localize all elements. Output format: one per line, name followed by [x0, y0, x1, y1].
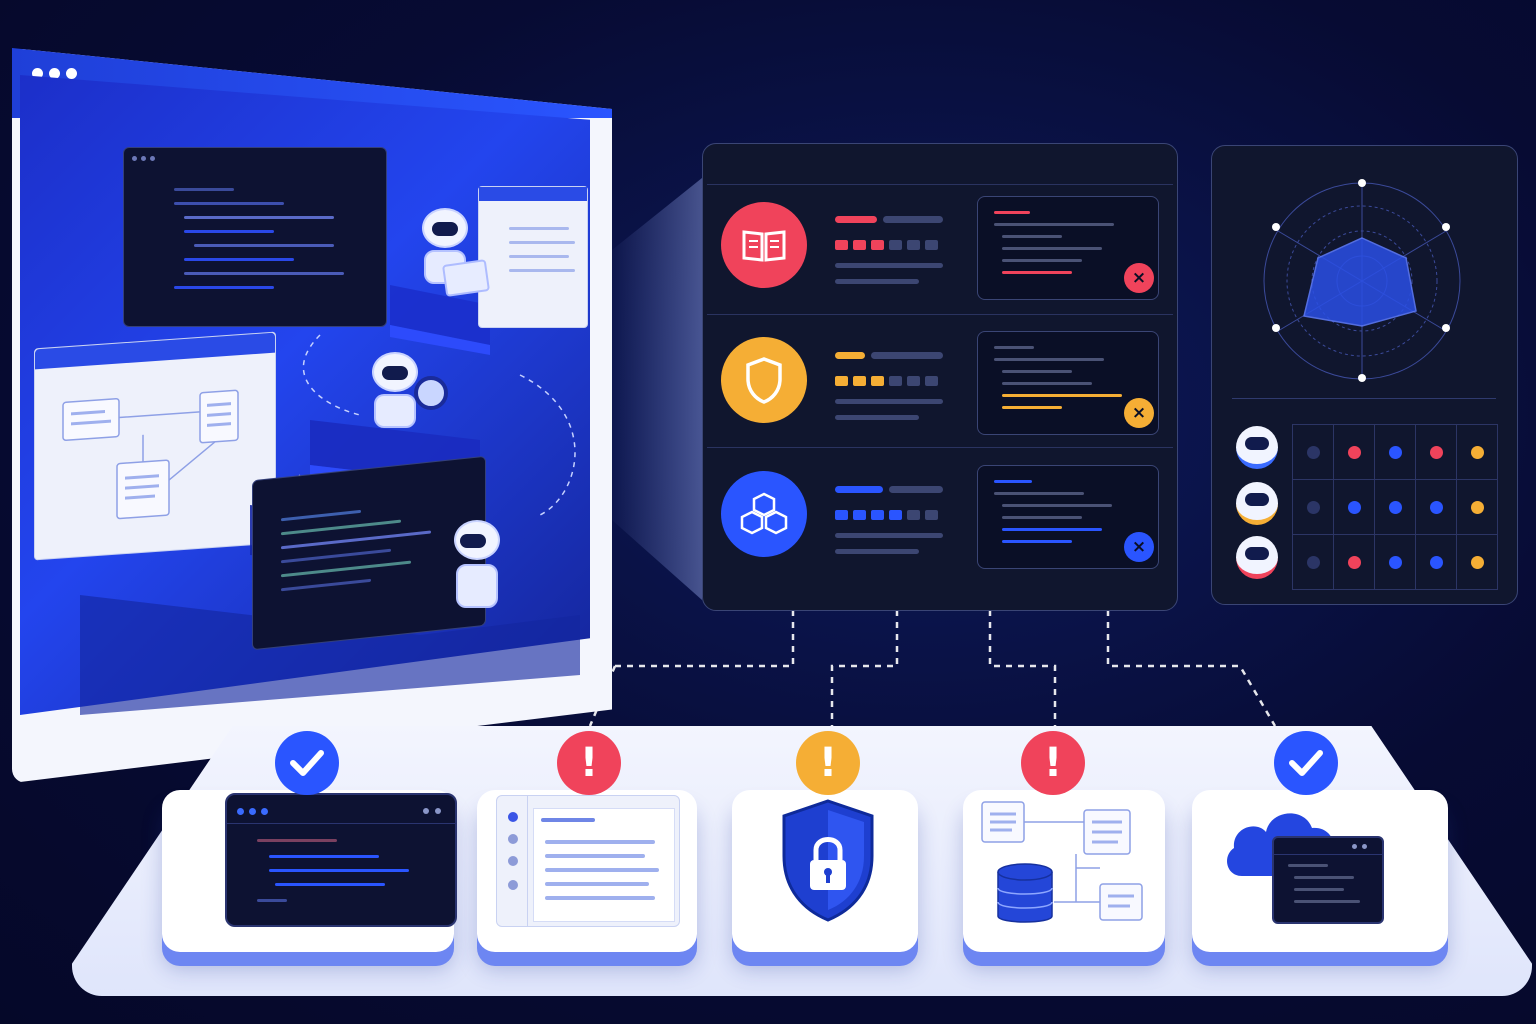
close-icon[interactable]: × — [1124, 263, 1154, 293]
matrix-cell[interactable] — [1292, 534, 1334, 590]
matrix-cell[interactable] — [1292, 479, 1334, 535]
agent-avatar-3[interactable] — [1236, 536, 1278, 579]
score-bar-title — [835, 352, 865, 359]
code-snippet-3: × — [977, 465, 1159, 569]
matrix-cell[interactable] — [1456, 424, 1498, 480]
matrix-cell[interactable] — [1415, 424, 1457, 480]
magnifier-icon — [414, 376, 448, 410]
status-dot-icon — [1388, 445, 1402, 459]
robot-icon — [1245, 437, 1269, 450]
score-bar-title — [835, 486, 883, 493]
warning-icon[interactable]: ! — [796, 731, 860, 795]
status-dot-icon — [1388, 500, 1402, 514]
database-icon — [981, 801, 1143, 923]
radar-chart-icon — [1263, 179, 1461, 382]
lock-shield-icon — [782, 799, 874, 922]
shield-icon — [746, 357, 782, 404]
matrix-cell[interactable] — [1374, 424, 1416, 480]
code-editor-panel — [123, 147, 387, 327]
document-panel — [478, 186, 588, 328]
status-dot-icon — [1388, 555, 1402, 569]
error-icon[interactable]: ! — [1021, 731, 1085, 795]
score-segments — [835, 510, 938, 520]
code-snippet-2: × — [977, 331, 1159, 435]
robot-head-icon — [422, 208, 468, 248]
matrix-cell[interactable] — [1456, 479, 1498, 535]
analysis-row-1-icon[interactable] — [721, 202, 807, 288]
radar-panel — [1211, 145, 1518, 605]
matrix-cell[interactable] — [1415, 534, 1457, 590]
status-dot-icon — [1429, 555, 1443, 569]
status-dot-icon — [1429, 500, 1443, 514]
status-dot-icon — [1347, 555, 1361, 569]
status-dot-icon — [1470, 445, 1484, 459]
matrix-cell[interactable] — [1292, 424, 1334, 480]
check-icon[interactable] — [1274, 731, 1338, 795]
matrix-cell[interactable] — [1333, 424, 1375, 480]
error-icon[interactable]: ! — [557, 731, 621, 795]
cloud-code-window — [1272, 836, 1384, 924]
matrix-cell[interactable] — [1415, 479, 1457, 535]
matrix-cell[interactable] — [1333, 534, 1375, 590]
window-dot-icon[interactable] — [66, 68, 77, 79]
cubes-icon — [740, 492, 788, 535]
robot-head-icon — [372, 352, 418, 392]
analysis-row-2-icon[interactable] — [721, 337, 807, 423]
status-dot-icon — [1347, 500, 1361, 514]
status-dot-icon — [1347, 445, 1361, 459]
matrix-cell[interactable] — [1333, 479, 1375, 535]
status-dot-icon — [1306, 555, 1320, 569]
flow-diagram-icon — [62, 389, 239, 520]
matrix-cell[interactable] — [1456, 534, 1498, 590]
diagram-panel — [34, 331, 276, 561]
close-icon[interactable]: × — [1124, 532, 1154, 562]
score-bar-subtitle — [883, 216, 943, 223]
close-icon[interactable]: × — [1124, 398, 1154, 428]
robot-head-icon — [454, 520, 500, 560]
score-segments — [835, 240, 938, 250]
window-dot-icon[interactable] — [32, 68, 43, 79]
robot-icon — [1245, 547, 1269, 560]
robot-coder — [440, 520, 520, 626]
score-bar-subtitle — [871, 352, 943, 359]
matrix-cell[interactable] — [1374, 534, 1416, 590]
status-dot-icon — [1306, 500, 1320, 514]
status-dot-icon — [1470, 555, 1484, 569]
robot-body-icon — [374, 394, 416, 428]
score-segments — [835, 376, 938, 386]
status-dot-icon — [1429, 445, 1443, 459]
status-dot-icon — [1470, 500, 1484, 514]
agent-avatar-1[interactable] — [1236, 426, 1278, 469]
evaluation-matrix — [1292, 424, 1498, 590]
agent-avatar-2[interactable] — [1236, 482, 1278, 525]
score-bar-subtitle — [889, 486, 943, 493]
check-icon[interactable] — [275, 731, 339, 795]
window-dot-icon[interactable] — [49, 68, 60, 79]
robot-reader — [418, 208, 491, 304]
robot-body-icon — [456, 564, 498, 608]
score-bar-title — [835, 216, 877, 223]
status-dot-icon — [1306, 445, 1320, 459]
document-icon — [496, 795, 680, 927]
book-icon — [742, 230, 786, 262]
robot-icon — [1245, 493, 1269, 506]
matrix-cell[interactable] — [1374, 479, 1416, 535]
analysis-row-3-icon[interactable] — [721, 471, 807, 557]
analysis-panel: × × × — [702, 143, 1178, 611]
robot-inspector — [370, 352, 460, 448]
code-snippet-1: × — [977, 196, 1159, 300]
code-window-icon — [225, 793, 457, 927]
tablet-icon — [441, 259, 491, 297]
